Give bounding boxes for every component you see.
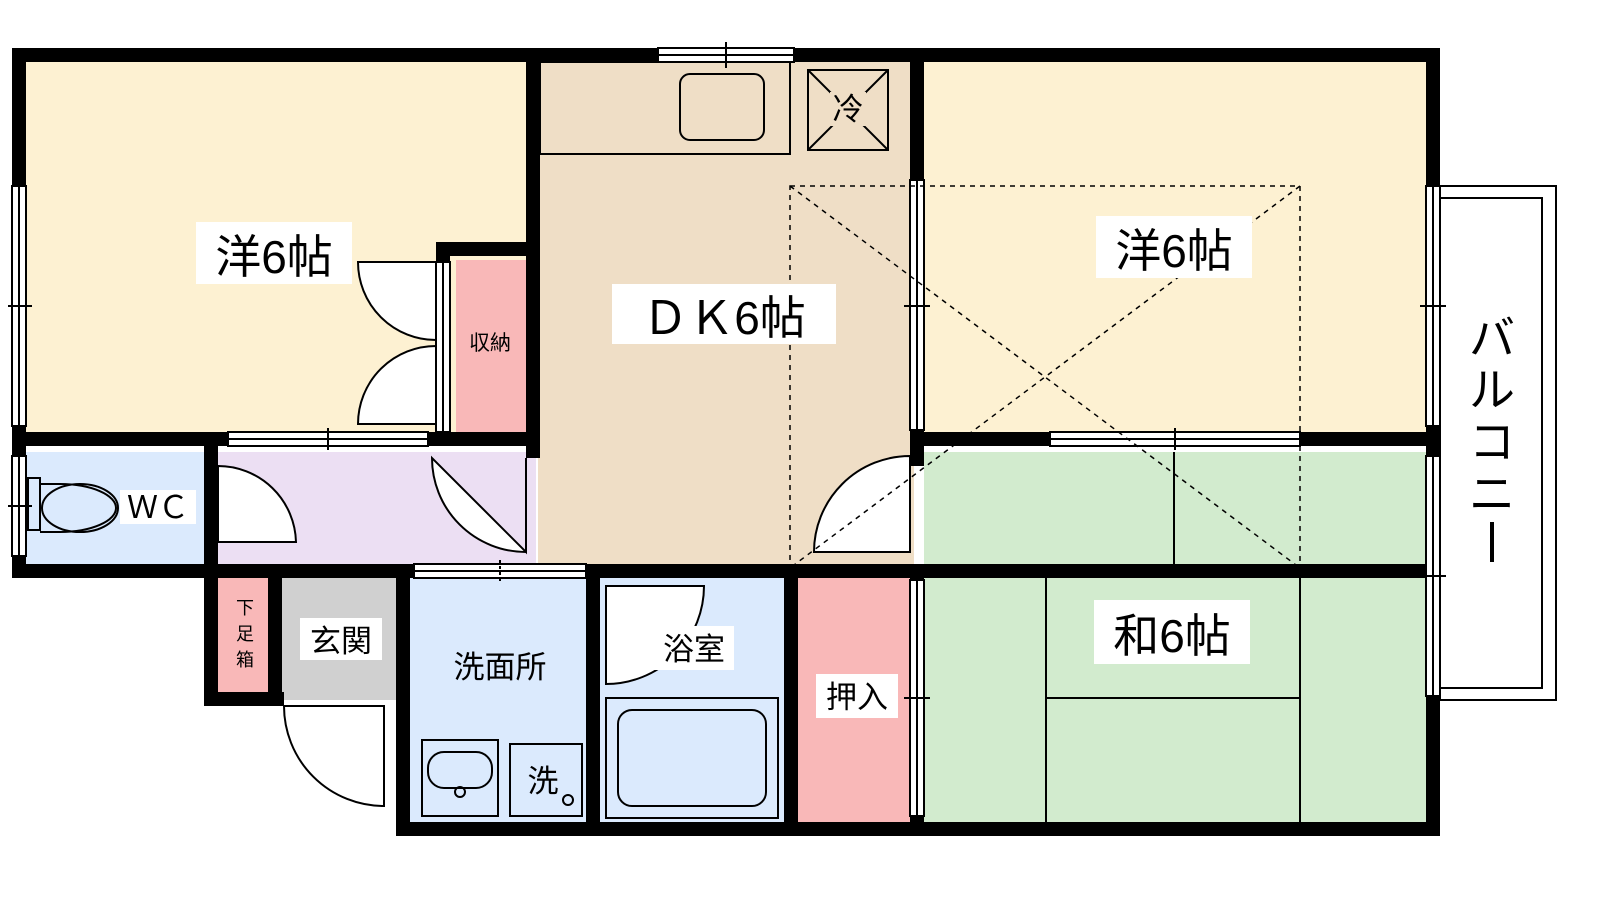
entrance-door-swing <box>282 705 385 808</box>
wall-closet-top <box>436 242 540 256</box>
wash-basin-icon <box>421 739 499 817</box>
wall-shoe-divider <box>268 578 282 706</box>
room-label-western-left: 洋6帖 <box>215 231 333 283</box>
fridge-icon <box>807 69 889 151</box>
balcony-label: バ ル コ ニ <box>1469 312 1515 562</box>
hall-door-swing <box>430 455 527 555</box>
tatami-lines <box>924 452 1426 822</box>
washroom-fixtures <box>421 739 583 817</box>
kitchen-sink-icon <box>679 73 765 141</box>
toilet-icon <box>27 477 119 533</box>
wc-door-swing <box>217 464 298 543</box>
bathtub-icon <box>605 697 779 819</box>
shoe-box-char-2: 足 <box>236 624 254 644</box>
room-label-closet: 収納 <box>469 332 511 355</box>
wall-wc-bottom <box>12 564 230 578</box>
closet-door-swing-lower <box>356 344 437 425</box>
shoe-box-char-3: 箱 <box>236 650 254 670</box>
kitchen-counter <box>539 61 791 155</box>
washer-label: 洗 <box>528 764 559 799</box>
wall-wc-hall <box>204 446 218 578</box>
room-label-oshiire: 押入 <box>826 680 888 715</box>
wall-wash-bath <box>586 564 600 836</box>
closet-door-swing-upper <box>356 261 437 342</box>
room-label-bathroom: 浴室 <box>663 632 725 667</box>
balcony-char-2: ル <box>1469 364 1515 416</box>
fridge-label: 冷 <box>833 92 864 127</box>
shoe-box-fill <box>218 578 270 700</box>
room-label-dk: ＤＫ6帖 <box>642 292 806 344</box>
balcony-char-1: バ <box>1469 312 1515 364</box>
wall-bath-oshiire <box>784 564 798 836</box>
washroom-fill <box>410 578 590 832</box>
balcony-char-3: コ <box>1469 416 1515 468</box>
shoe-box-char-1: 下 <box>236 598 254 618</box>
windows <box>8 42 1446 817</box>
room-label-entrance: 玄関 <box>310 624 372 659</box>
dk-door-swing <box>812 454 911 553</box>
washer-space-icon <box>509 743 583 817</box>
wall-entrance-bottom <box>204 692 284 706</box>
wall-entrance-right <box>396 564 410 836</box>
wall-entrance-outer <box>204 564 218 706</box>
room-label-washroom: 洗面所 <box>454 650 547 685</box>
loft-outline <box>789 185 1301 569</box>
room-label-shoe-box: 下 足 箱 <box>236 598 254 670</box>
balcony-char-4: ニ <box>1469 468 1515 520</box>
room-label-wc: ＷＣ <box>127 490 189 525</box>
balcony <box>1439 185 1557 701</box>
room-label-japanese: 和6帖 <box>1113 610 1231 662</box>
room-label-western-right: 洋6帖 <box>1115 225 1233 277</box>
closet-fill <box>456 260 528 442</box>
